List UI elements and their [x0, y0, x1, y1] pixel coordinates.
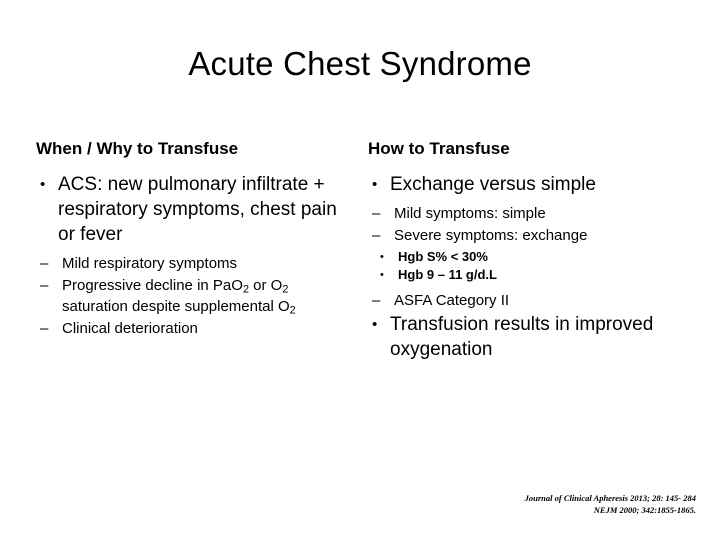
list-item-text-part: or	[248, 277, 271, 294]
right-column-heading: How to Transfuse	[368, 139, 510, 158]
dash-marker-icon: –	[40, 277, 49, 294]
list-item: • Hgb 9 – 11 g/d.L	[368, 266, 692, 284]
dash-marker-icon: –	[372, 292, 381, 309]
list-item-text: ACS: new pulmonary infiltrate + respirat…	[58, 174, 337, 245]
subscript: 2	[282, 283, 289, 296]
bullet-marker-icon: •	[40, 176, 46, 193]
page-title: Acute Chest Syndrome	[188, 45, 532, 82]
subscript: 2	[289, 304, 296, 317]
bullet-marker-icon: •	[372, 176, 378, 193]
list-item-text-part: Progressive decline in Pa	[62, 277, 232, 294]
list-item-text: Mild respiratory symptoms	[62, 255, 238, 272]
chem-o: O	[270, 277, 283, 294]
list-item: – Mild symptoms: simple	[368, 203, 692, 224]
dash-marker-icon: –	[372, 205, 381, 222]
list-item-text-part: saturation despite supplemental O	[62, 298, 290, 315]
list-item: – Progressive decline in PaO2 or O2 satu…	[36, 275, 356, 317]
bullet-marker-icon: •	[372, 316, 378, 333]
dash-marker-icon: –	[40, 320, 49, 337]
citation: Journal of Clinical Apheresis 2013; 28: …	[525, 492, 696, 516]
chem-o: O	[231, 277, 243, 294]
list-item-text: Clinical deterioration	[62, 320, 198, 337]
right-column: How to Transfuse • Exchange versus simpl…	[368, 138, 692, 364]
left-column: When / Why to Transfuse • ACS: new pulmo…	[36, 138, 356, 340]
list-item: – Mild respiratory symptoms	[36, 253, 356, 274]
list-item: – ASFA Category II	[368, 290, 692, 311]
list-item-text: Transfusion results in improved oxygenat…	[390, 314, 654, 360]
bullet-marker-icon: •	[380, 251, 384, 263]
right-bullet-list: • Exchange versus simple	[368, 172, 692, 197]
left-bullet-list: • ACS: new pulmonary infiltrate + respir…	[36, 172, 356, 247]
list-item-text: Mild symptoms: simple	[394, 205, 546, 222]
list-item-text: Exchange versus simple	[390, 174, 596, 195]
right-sub-list-last: – ASFA Category II	[368, 290, 692, 311]
right-bullet-list-2: • Transfusion results in improved oxygen…	[368, 312, 692, 362]
list-item: • Transfusion results in improved oxygen…	[368, 312, 692, 362]
list-item: • Hgb S% < 30%	[368, 248, 692, 266]
citation-line-2: NEJM 2000; 342:1855-1865.	[593, 505, 696, 515]
left-sub-list: – Mild respiratory symptoms – Progressiv…	[36, 253, 356, 339]
list-item: • Exchange versus simple	[368, 172, 692, 197]
list-item-text: Hgb 9 – 11 g/d.L	[398, 267, 497, 282]
list-item: • ACS: new pulmonary infiltrate + respir…	[36, 172, 356, 247]
bullet-marker-icon: •	[380, 269, 384, 281]
list-item-text: Hgb S% < 30%	[398, 249, 488, 264]
dash-marker-icon: –	[40, 255, 49, 272]
right-sub-list: – Mild symptoms: simple – Severe symptom…	[368, 203, 692, 246]
dash-marker-icon: –	[372, 227, 381, 244]
right-detail-list: • Hgb S% < 30% • Hgb 9 – 11 g/d.L	[368, 248, 692, 284]
list-item: – Severe symptoms: exchange	[368, 225, 692, 246]
left-column-heading: When / Why to Transfuse	[36, 139, 239, 158]
list-item-text: Severe symptoms: exchange	[394, 227, 588, 244]
subscript: 2	[242, 283, 249, 296]
citation-line-1: Journal of Clinical Apheresis 2013; 28: …	[524, 493, 696, 503]
list-item-text: ASFA Category II	[394, 292, 510, 309]
list-item: – Clinical deterioration	[36, 318, 356, 339]
